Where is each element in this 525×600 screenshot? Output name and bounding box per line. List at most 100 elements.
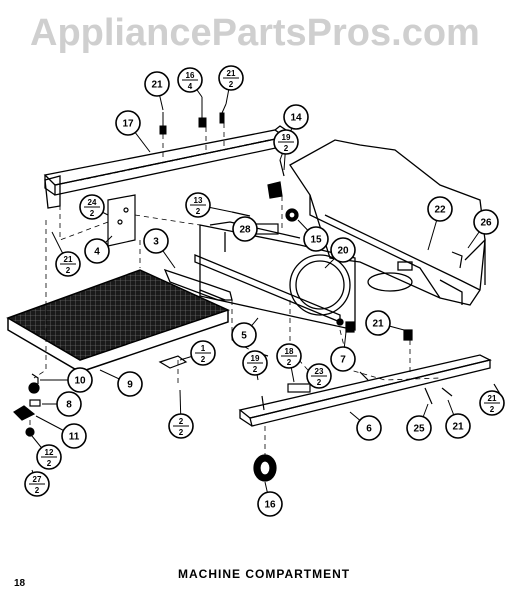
part-callout: 242 <box>79 194 109 220</box>
callout-quantity: 2 <box>317 378 322 387</box>
diagram-caption: MACHINE COMPARTMENT <box>178 567 351 581</box>
callout-circle <box>144 71 170 97</box>
callout-circle <box>356 415 382 441</box>
callout-quantity: 2 <box>47 459 52 468</box>
callout-part-number: 6 <box>366 424 372 435</box>
part-callout: 192 <box>273 129 299 171</box>
callout-part-number: 23 <box>315 367 324 376</box>
callout-part-number: 21 <box>64 255 73 264</box>
part-callout: 182 <box>276 343 302 383</box>
part-callout: 17 <box>115 110 151 153</box>
callout-circle <box>84 238 110 264</box>
callout-circle <box>232 216 258 242</box>
callout-part-number: 1 <box>201 344 206 353</box>
part-callout: 22 <box>168 389 194 439</box>
callout-circle <box>365 310 391 336</box>
callout-quantity: 2 <box>35 486 40 495</box>
callout-quantity: 2 <box>201 355 206 364</box>
callout-quantity: 2 <box>253 365 258 374</box>
part-callout: 272 <box>24 469 50 497</box>
callout-part-number: 3 <box>153 237 159 248</box>
page-number: 18 <box>14 578 26 589</box>
callout-quantity: 2 <box>287 358 292 367</box>
part-callout: 21 <box>144 71 170 111</box>
part-callout: 232 <box>306 363 332 389</box>
part-callout: 8 <box>42 391 82 417</box>
callout-part-number: 16 <box>186 71 195 80</box>
callout-part-number: 16 <box>264 500 276 511</box>
callout-part-number: 21 <box>452 422 464 433</box>
part-callout: 3 <box>143 228 176 269</box>
part-callout: 9 <box>99 369 143 397</box>
callout-circle <box>61 423 87 449</box>
callout-circle <box>56 391 82 417</box>
callout-circle <box>67 367 93 393</box>
part-callout: 20 <box>324 237 356 269</box>
callout-part-number: 20 <box>337 246 349 257</box>
part-callout: 192 <box>242 350 268 381</box>
part-callout: 26 <box>467 209 499 249</box>
part-callout: 25 <box>406 403 432 441</box>
callout-quantity: 2 <box>284 144 289 153</box>
callout-circle <box>143 228 169 254</box>
fan-shroud <box>199 221 356 331</box>
callout-part-number: 25 <box>413 424 425 435</box>
callout-part-number: 24 <box>88 198 97 207</box>
callout-part-number: 8 <box>66 400 72 411</box>
part-callout: 4 <box>84 235 113 264</box>
callout-quantity: 2 <box>179 428 184 437</box>
callout-part-number: 27 <box>33 475 42 484</box>
callout-part-number: 15 <box>310 235 322 246</box>
callout-part-number: 2 <box>179 417 184 426</box>
callout-circle <box>427 196 453 222</box>
watermark: AppliancePartsPros.com <box>30 12 480 54</box>
callout-circle <box>445 413 471 439</box>
callout-quantity: 2 <box>229 80 234 89</box>
part-callout: 28 <box>232 216 258 242</box>
callout-part-number: 21 <box>151 80 163 91</box>
callout-part-number: 26 <box>480 218 492 229</box>
callout-circle <box>115 110 141 136</box>
callout-quantity: 2 <box>90 209 95 218</box>
callout-circle <box>117 371 143 397</box>
callout-part-number: 10 <box>74 376 86 387</box>
part-callout: 21 <box>445 399 471 439</box>
part-callout: 5 <box>231 317 259 348</box>
part-callout: 212 <box>218 65 244 105</box>
callout-part-number: 21 <box>227 69 236 78</box>
callout-quantity: 2 <box>196 207 201 216</box>
part-callout: 122 <box>31 435 62 470</box>
part-callout: 22 <box>427 196 453 251</box>
callout-part-number: 19 <box>251 354 260 363</box>
callout-circle <box>406 415 432 441</box>
part-callout: 11 <box>35 415 87 449</box>
part-callout: 15 <box>297 219 329 252</box>
callout-circle <box>303 226 329 252</box>
callout-part-number: 9 <box>127 380 133 391</box>
callout-quantity: 4 <box>188 82 193 91</box>
callout-part-number: 4 <box>94 247 100 258</box>
callout-part-number: 28 <box>239 225 251 236</box>
part-callout: 212 <box>51 231 81 277</box>
callout-part-number: 13 <box>194 196 203 205</box>
callout-part-number: 5 <box>241 331 247 342</box>
callout-part-number: 21 <box>488 394 497 403</box>
part-callout: 21 <box>365 310 405 336</box>
callout-part-number: 7 <box>340 355 346 366</box>
callout-circle <box>330 237 356 263</box>
part-callout: 164 <box>177 67 203 98</box>
callout-circle <box>283 104 309 130</box>
callout-part-number: 19 <box>282 133 291 142</box>
callout-circle <box>330 346 356 372</box>
callout-part-number: 18 <box>285 347 294 356</box>
part-callout: 10 <box>40 367 93 393</box>
part-callout: 12 <box>179 340 216 366</box>
callout-part-number: 21 <box>372 319 384 330</box>
part-callout: 132 <box>185 192 233 218</box>
part-callout: 7 <box>330 331 356 372</box>
callout-circle <box>231 322 257 348</box>
part-callout: 212 <box>479 390 505 416</box>
bracket <box>107 194 136 247</box>
